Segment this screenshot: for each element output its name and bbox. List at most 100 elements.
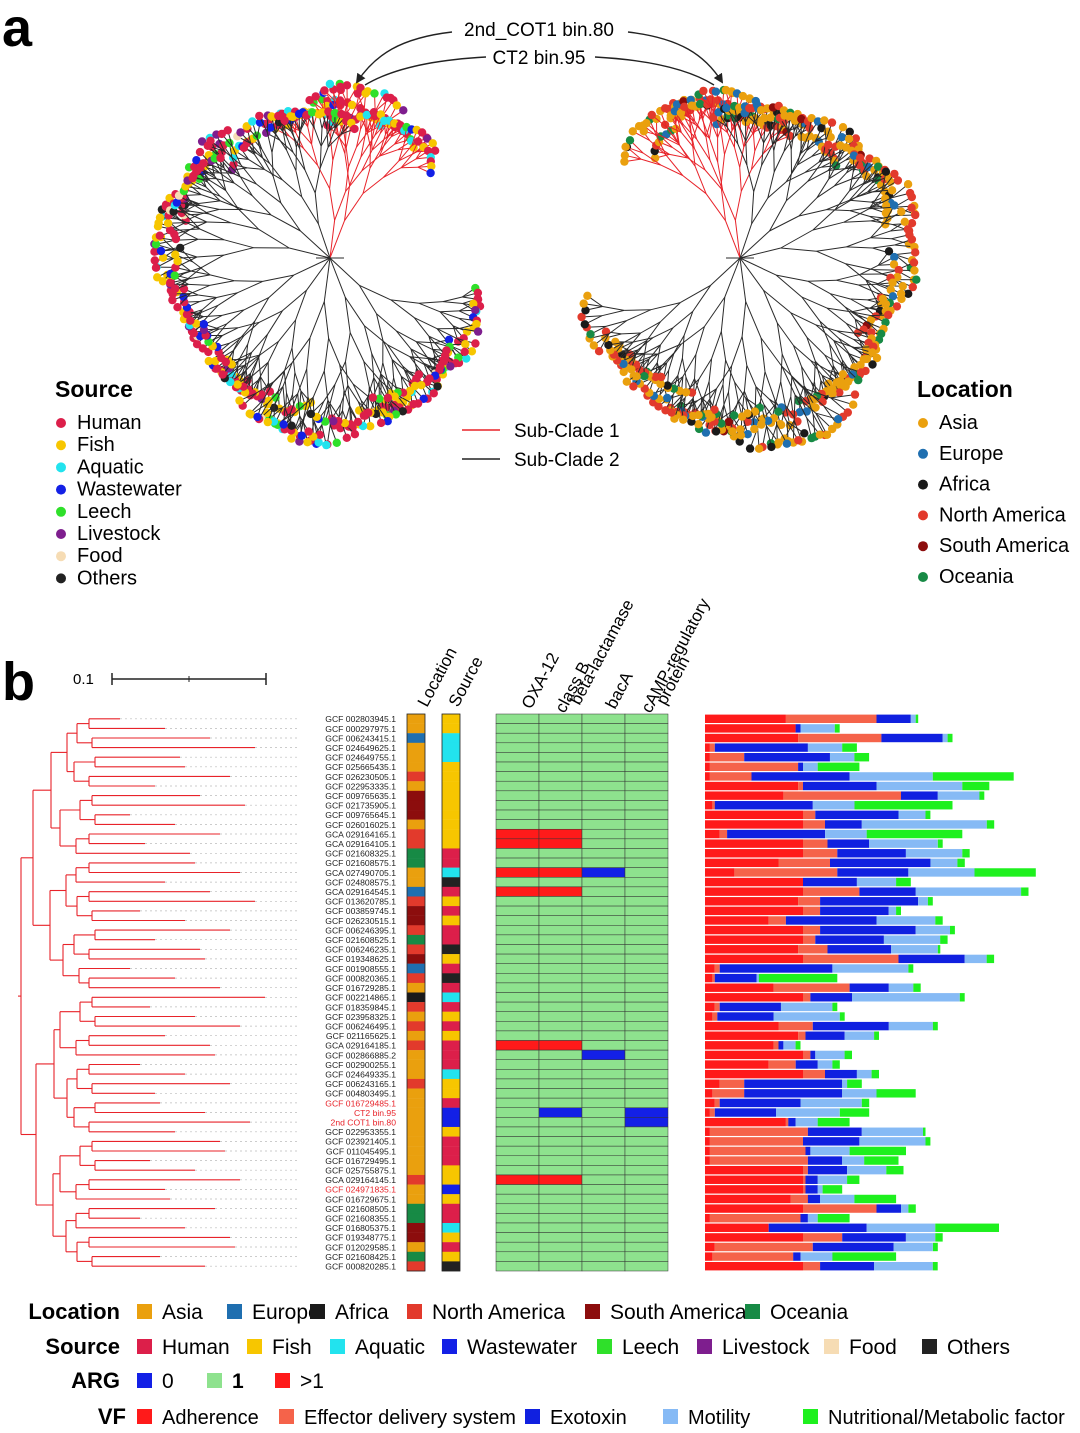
location-cell [407, 896, 425, 907]
arg-cell [495, 1030, 540, 1041]
tree-branch [868, 197, 892, 210]
tree-tip [199, 320, 209, 329]
tree-branch [660, 135, 680, 146]
scale-bar [111, 673, 267, 685]
arg-cell [538, 1097, 583, 1108]
tree-branch [754, 137, 761, 152]
vf-bar-segment [705, 1021, 779, 1031]
callout-cot1: 2nd_COT1 bin.80 [464, 20, 614, 41]
arg-cell [624, 1213, 669, 1224]
vf-bar-segment [810, 1050, 816, 1060]
arg-cell [581, 732, 626, 744]
tree-tip [467, 347, 477, 356]
vf-bar-segment [856, 877, 897, 887]
tree-branch [311, 126, 314, 145]
vf-bar-segment [795, 1117, 818, 1127]
tree-tip [820, 116, 829, 125]
vf-bar-segment [864, 1156, 899, 1165]
vf-bar-segment [727, 829, 826, 839]
vf-bar-segment [705, 1069, 803, 1079]
tree-branch [369, 128, 375, 147]
arg-cell [538, 1078, 583, 1089]
vf-bar-segment [827, 945, 892, 954]
callout-arrow-right [627, 31, 724, 84]
source-cell [442, 867, 460, 878]
vf-bar-segment [888, 983, 914, 992]
tree-tip [679, 415, 688, 424]
tree-branch [626, 309, 652, 322]
tree-branch [401, 166, 418, 169]
tree-branch [334, 361, 346, 385]
arg-cell [538, 1107, 583, 1118]
tree-branch [826, 307, 847, 324]
legend-label: North America [432, 1301, 565, 1324]
location-cell [407, 1242, 425, 1252]
tree-tip [826, 133, 835, 142]
arg-cell [581, 915, 626, 926]
vf-bar-segment [803, 1262, 821, 1271]
tree-tip [687, 388, 697, 397]
vf-bar-segment [876, 1204, 901, 1213]
tree-tip [887, 186, 897, 195]
tree-branch [828, 160, 839, 180]
arg-cell [538, 1088, 583, 1099]
arg-cell [538, 1117, 583, 1128]
tree-branch [833, 340, 855, 348]
arg-cell [581, 809, 626, 820]
vf-bar-segment [705, 762, 710, 772]
vf-bar-segment [932, 1021, 938, 1031]
arg-cell [538, 973, 583, 984]
tree-tip [910, 266, 919, 275]
strain-label: GCF 022953335.1 [325, 781, 396, 791]
vf-bar-segment [849, 1146, 906, 1156]
tree-branch [702, 118, 707, 138]
arg-cell [581, 1165, 626, 1176]
vf-bar-segment [705, 1117, 786, 1127]
location-cell [407, 1136, 425, 1147]
source-cell [442, 848, 460, 859]
tree-branch [379, 149, 399, 157]
arg-cell [495, 1241, 540, 1253]
tree-tip [800, 429, 809, 438]
arg-cell [581, 1261, 626, 1272]
tree-branch [652, 327, 674, 339]
tree-tip [353, 417, 363, 427]
tree-branch [724, 130, 733, 155]
vf-bar-segment [705, 1146, 710, 1156]
arg-cell [495, 1213, 540, 1224]
tree-tip [153, 273, 162, 282]
tree-tip [854, 160, 864, 170]
vf-bar-segment [778, 858, 830, 868]
tree-branch [746, 365, 757, 387]
tree-branch [243, 354, 261, 367]
tree-tip [647, 110, 656, 120]
strain-label: GCF 019348625.1 [325, 954, 396, 964]
vf-bar-segment [937, 945, 941, 954]
legend-swatch [56, 573, 66, 584]
tree-branch [776, 274, 808, 282]
legend-label: Aquatic [355, 1336, 425, 1359]
source-cell [442, 1194, 460, 1204]
legend-swatch [803, 1409, 818, 1424]
arg-cell [495, 742, 540, 753]
vf-bar-segment [810, 1146, 850, 1156]
tree-left [150, 79, 485, 450]
tree-tip [661, 406, 670, 415]
tree-branch [872, 269, 897, 271]
vf-bar-segment [778, 1041, 784, 1050]
strain-label: GCF 006246495.1 [325, 1022, 396, 1032]
tree-branch [715, 384, 724, 404]
tree-tip [890, 252, 899, 262]
arg-cell [624, 732, 669, 744]
vf-bar-segment [803, 925, 821, 935]
tree-branch [267, 341, 279, 363]
tree-branch [439, 311, 460, 319]
tree-branch [775, 274, 803, 298]
tree-tip [888, 278, 897, 287]
tree-branch [323, 383, 336, 402]
tree-tip [865, 154, 874, 163]
legend-label: Asia [939, 412, 979, 434]
arg-cell [538, 1136, 583, 1147]
